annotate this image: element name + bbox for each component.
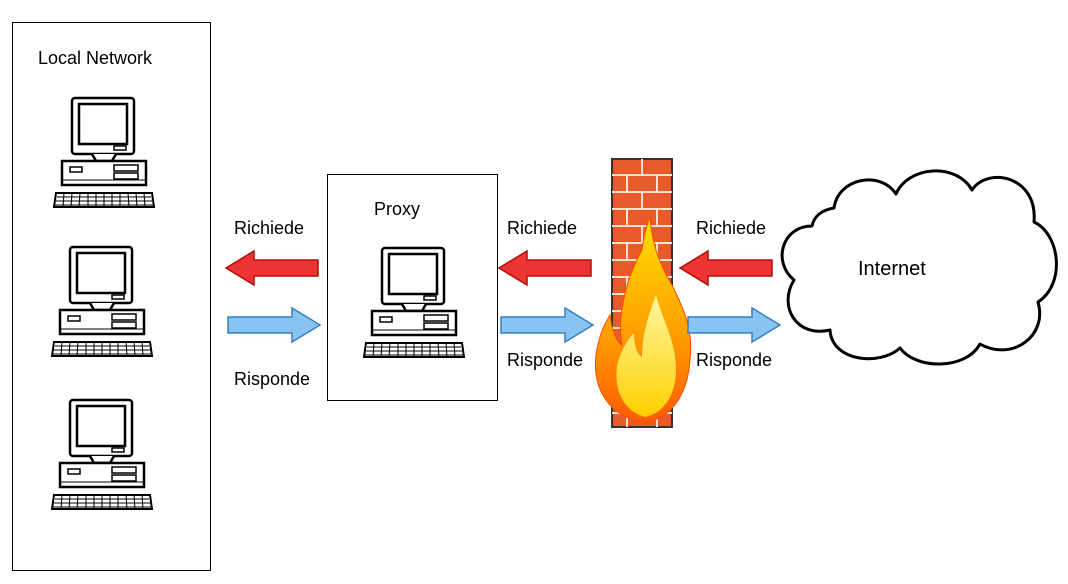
request-label: Richiede [234,218,305,238]
arrow-right-icon [500,306,595,344]
computer-icon [50,244,154,364]
arrow-right-icon [687,306,782,344]
firewall-icon [594,158,692,428]
computer-icon [362,245,466,365]
internet-title: Internet [858,258,926,280]
response-label: Risponde [234,369,311,389]
request-label: Richiede [696,218,767,238]
arrow-left-icon [224,249,319,287]
arrow-left-icon [497,249,592,287]
response-label: Risponde [696,350,773,370]
local-network-title: Local Network [38,48,153,68]
arrow-right-icon [227,306,322,344]
computer-icon [50,397,154,517]
response-label: Risponde [507,350,584,370]
cloud-icon [780,169,1058,366]
request-label: Richiede [507,218,578,238]
arrow-left-icon [678,249,773,287]
proxy-title: Proxy [374,199,421,219]
computer-icon [52,95,156,215]
